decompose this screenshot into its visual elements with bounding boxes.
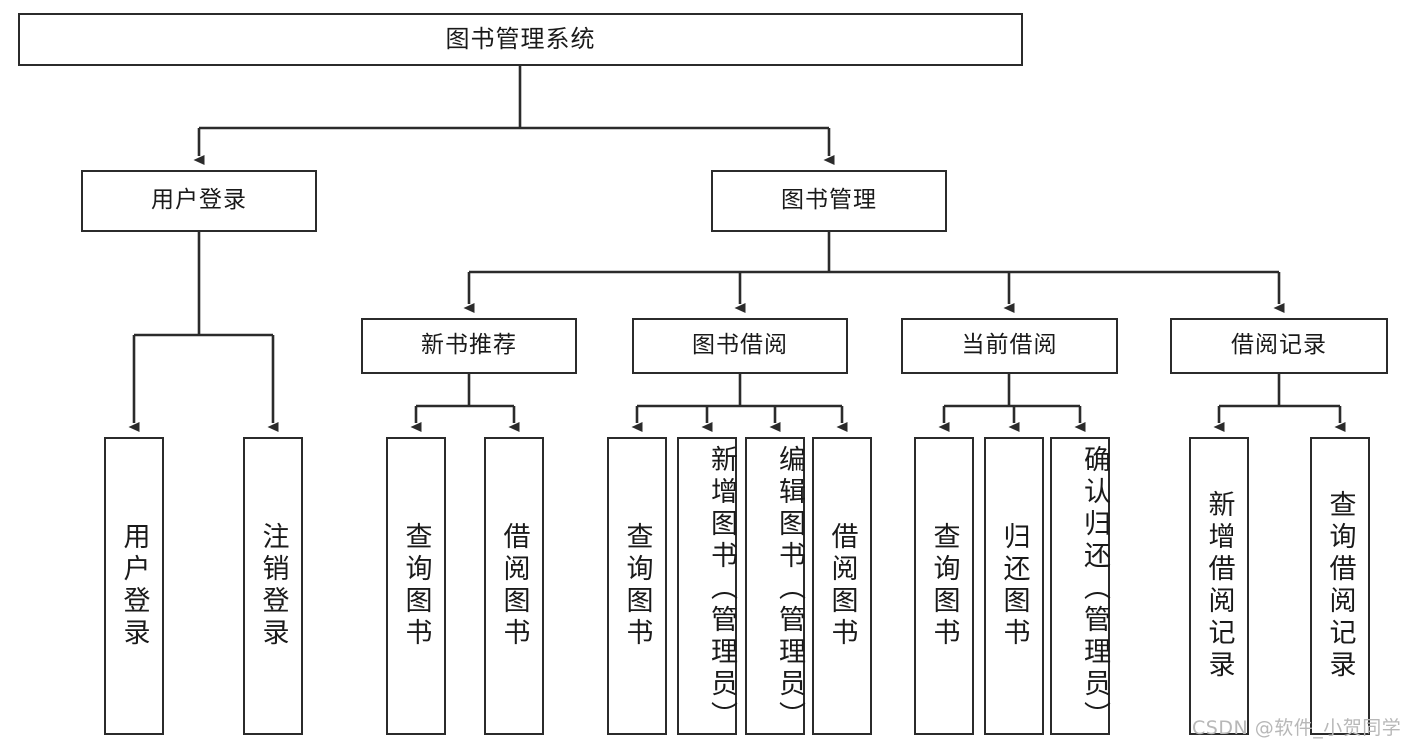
leaf-edit-book-admin[interactable]: 编辑图书（管理员） bbox=[745, 437, 805, 735]
leaf-query-book-dqjy[interactable]: 查询图书 bbox=[914, 437, 974, 735]
node-label: 用户登录 bbox=[118, 522, 150, 650]
node-label: 查询图书 bbox=[621, 522, 653, 650]
leaf-user-login[interactable]: 用户登录 bbox=[104, 437, 164, 735]
node-label: 图书借阅 bbox=[692, 332, 788, 359]
leaf-query-book-nbr[interactable]: 查询图书 bbox=[386, 437, 446, 735]
node-borrow-record[interactable]: 借阅记录 bbox=[1170, 318, 1388, 374]
leaf-query-book-tsjy[interactable]: 查询图书 bbox=[607, 437, 667, 735]
leaf-add-borrow-record[interactable]: 新增借阅记录 bbox=[1189, 437, 1249, 735]
node-current-borrow[interactable]: 当前借阅 bbox=[901, 318, 1118, 374]
node-label: 用户登录 bbox=[151, 187, 247, 214]
node-book-borrow[interactable]: 图书借阅 bbox=[632, 318, 848, 374]
node-label: 归还图书 bbox=[998, 522, 1030, 650]
node-label: 新增借阅记录 bbox=[1203, 490, 1235, 682]
node-label: 借阅记录 bbox=[1231, 332, 1327, 359]
node-label: 确认归还（管理员） bbox=[1079, 445, 1110, 733]
node-label: 当前借阅 bbox=[961, 332, 1058, 359]
node-label: 借阅图书 bbox=[826, 522, 858, 650]
node-label: 查询借阅记录 bbox=[1324, 490, 1356, 682]
node-label: 查询图书 bbox=[928, 522, 960, 650]
node-label: 查询图书 bbox=[400, 522, 432, 650]
node-label: 借阅图书 bbox=[498, 522, 530, 650]
leaf-add-book-admin[interactable]: 新增图书（管理员） bbox=[677, 437, 737, 735]
leaf-return-book[interactable]: 归还图书 bbox=[984, 437, 1044, 735]
node-user-login[interactable]: 用户登录 bbox=[81, 170, 317, 232]
leaf-logout[interactable]: 注销登录 bbox=[243, 437, 303, 735]
leaf-confirm-return-admin[interactable]: 确认归还（管理员） bbox=[1050, 437, 1110, 735]
node-label: 注销登录 bbox=[257, 522, 289, 650]
node-new-book-recommend[interactable]: 新书推荐 bbox=[361, 318, 577, 374]
node-label: 图书管理系统 bbox=[445, 25, 596, 54]
node-label: 新增图书（管理员） bbox=[706, 445, 737, 733]
node-label: 编辑图书（管理员） bbox=[774, 445, 805, 733]
node-book-management[interactable]: 图书管理 bbox=[711, 170, 947, 232]
node-label: 图书管理 bbox=[781, 187, 877, 214]
node-label: 新书推荐 bbox=[421, 332, 517, 359]
leaf-borrow-book-nbr[interactable]: 借阅图书 bbox=[484, 437, 544, 735]
node-root-system[interactable]: 图书管理系统 bbox=[18, 13, 1023, 66]
leaf-borrow-book-tsjy[interactable]: 借阅图书 bbox=[812, 437, 872, 735]
csdn-watermark: CSDN @软件_小贺同学 bbox=[1192, 717, 1402, 739]
leaf-query-borrow-record[interactable]: 查询借阅记录 bbox=[1310, 437, 1370, 735]
